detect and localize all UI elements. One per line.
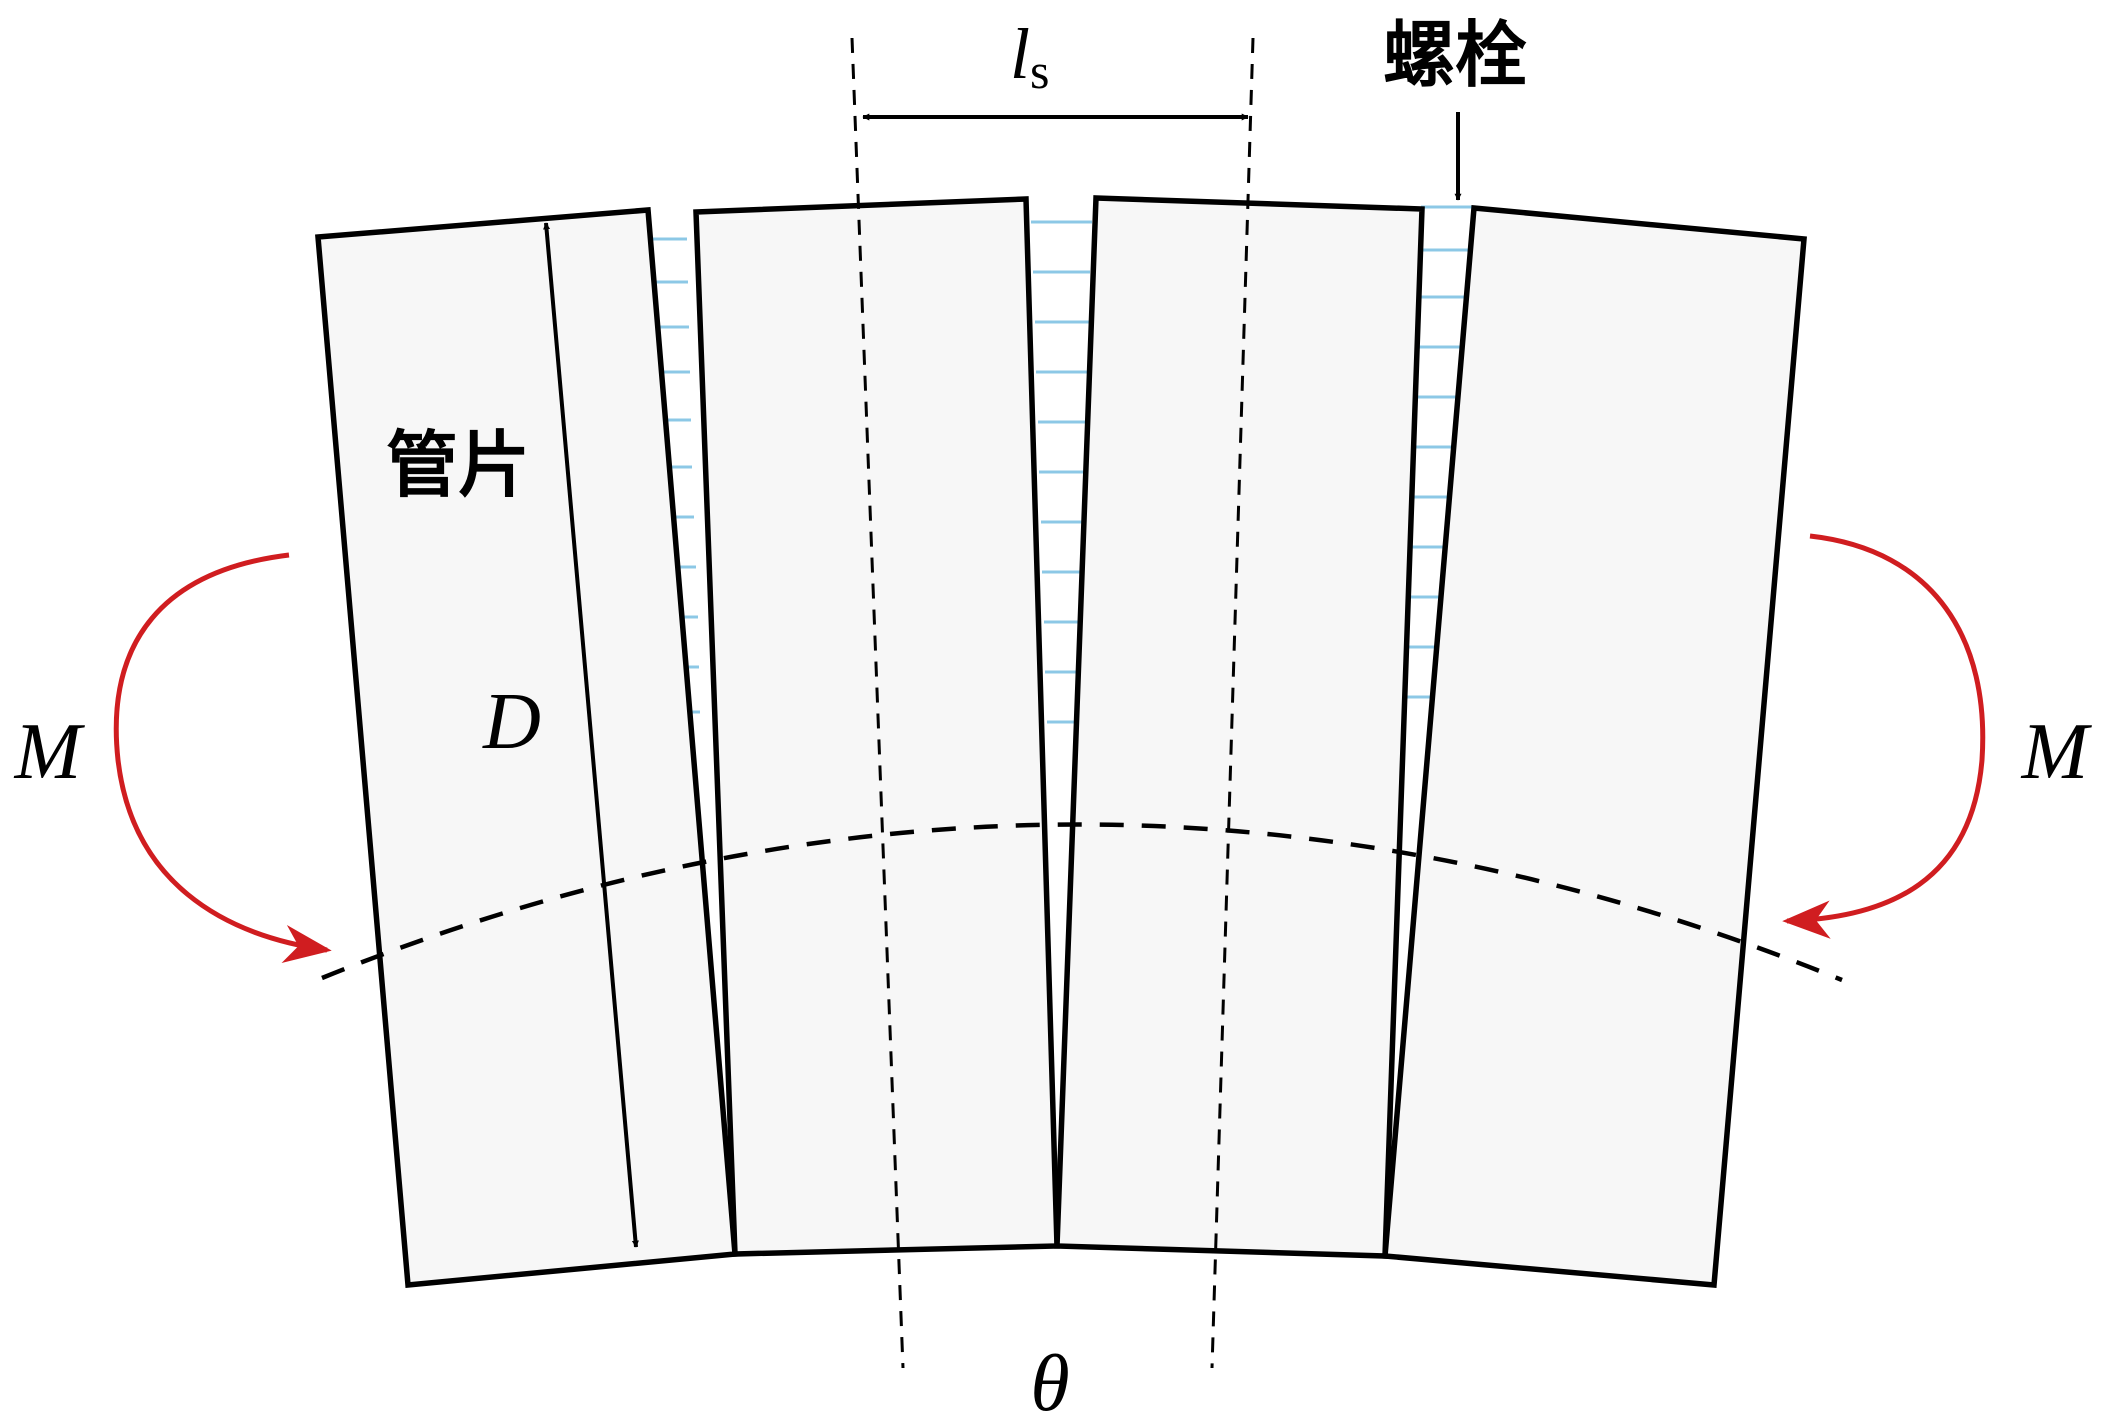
centerline-right — [1210, 37, 1255, 1369]
moment-label-right: M — [2021, 708, 2093, 796]
bolt-label: 螺栓 — [1383, 13, 1527, 97]
thickness-dimension-arrow — [543, 222, 639, 1248]
segment-3 — [1054, 195, 1425, 1259]
moment-arrow-right — [1782, 533, 1986, 939]
segment-label: 管片 — [386, 423, 530, 507]
spacing-label: ls — [1010, 14, 1049, 99]
thickness-label: D — [482, 678, 541, 766]
segment-2 — [693, 196, 1060, 1257]
segment-4 — [1382, 205, 1807, 1288]
neutral-axis-arc — [321, 822, 1843, 983]
centerline-left — [850, 37, 905, 1369]
moment-label-left: M — [14, 708, 86, 796]
spacing-subscript: s — [1030, 43, 1049, 99]
moment-arrow-left — [113, 552, 332, 963]
angle-label: θ — [1030, 1340, 1069, 1417]
